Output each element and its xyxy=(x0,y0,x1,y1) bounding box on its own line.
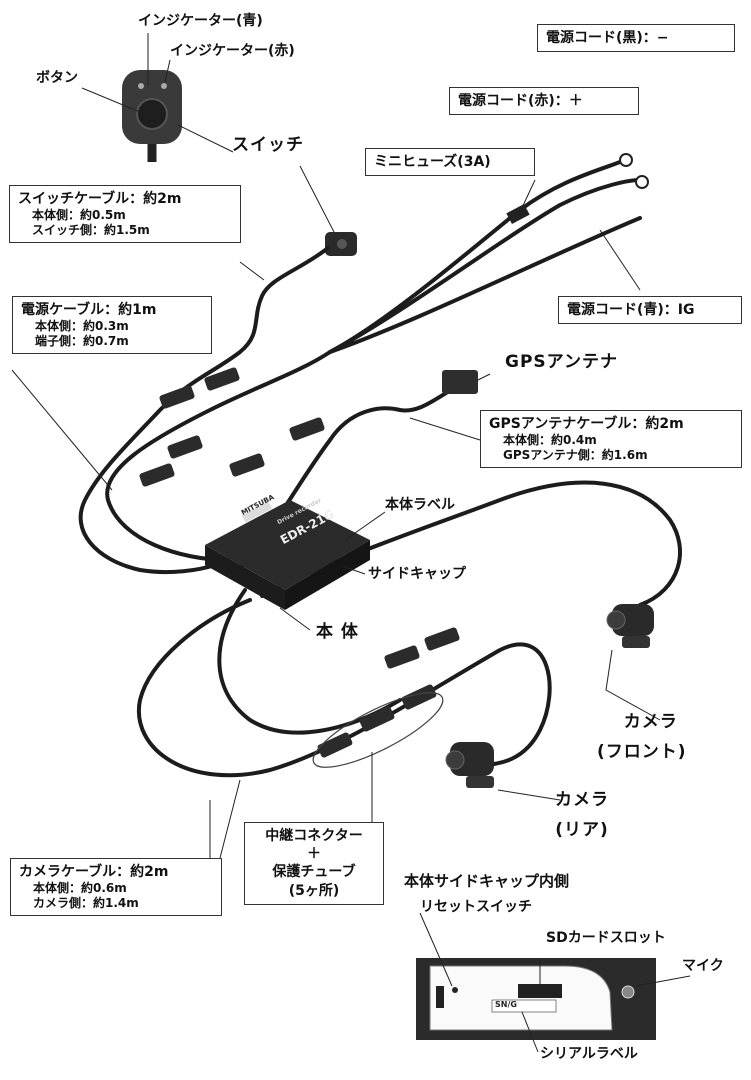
relay-connectors xyxy=(139,367,460,758)
power-black-box: 電源コード(黒)：− xyxy=(537,24,735,53)
power-blue-label: 電源コード(青)：IG xyxy=(567,302,695,318)
label-body-label: 本体ラベル xyxy=(385,497,455,513)
label-indicator-red: インジケーター(赤) xyxy=(170,43,295,59)
label-inner-title: 本体サイドキャップ内側 xyxy=(404,872,570,890)
gps-cable-line-antenna: GPSアンテナ側：約1.6m xyxy=(503,448,648,463)
camera-cable-box: カメラケーブル：約2m 本体側：約0.6m カメラ側：約1.4m xyxy=(10,858,222,917)
power-cable-title: 電源ケーブル：約1m xyxy=(21,302,157,318)
switch-unit xyxy=(122,70,182,162)
label-indicator-blue: インジケーター(青) xyxy=(138,13,263,29)
label-camera-front-name: カメラ xyxy=(623,712,678,732)
power-blue-box: 電源コード(青)：IG xyxy=(558,296,742,325)
label-side-cap: サイドキャップ xyxy=(368,566,466,582)
label-main-body: 本 体 xyxy=(316,622,359,642)
camera-cable-title: カメラケーブル：約2m xyxy=(19,864,169,880)
label-camera-front-position: (フロント) xyxy=(597,742,687,763)
label-camera-rear-name: カメラ xyxy=(555,790,609,810)
camera-cable-line-body: 本体側：約0.6m xyxy=(33,881,127,896)
label-gps-antenna: GPSアンテナ xyxy=(505,352,618,372)
switch-cable-line-switch: スイッチ側：約1.5m xyxy=(32,223,150,238)
relay-box: 中継コネクター ＋ 保護チューブ (5ヶ所) xyxy=(244,822,384,905)
label-camera-front: カメラ (フロント) xyxy=(597,712,687,763)
gps-cable-title: GPSアンテナケーブル：約2m xyxy=(489,416,684,432)
gps-antenna xyxy=(442,370,478,394)
indicator-red-led xyxy=(161,83,167,89)
switch-cable-box: スイッチケーブル：約2m 本体側：約0.5m スイッチ側：約1.5m xyxy=(9,185,241,244)
power-red-box: 電源コード(赤)：＋ xyxy=(449,87,639,116)
label-mic: マイク xyxy=(682,958,724,974)
power-cable-line-terminal: 端子側：約0.7m xyxy=(35,334,129,349)
mini-fuse-body xyxy=(506,204,530,224)
switch-pad xyxy=(325,232,357,256)
label-camera-rear: カメラ (リア) xyxy=(555,790,609,841)
power-cable-box: 電源ケーブル：約1m 本体側：約0.3m 端子側：約0.7m xyxy=(12,296,212,355)
camera-cable-line-camera: カメラ側：約1.4m xyxy=(33,896,139,911)
power-black-label: 電源コード(黒)：− xyxy=(546,30,669,46)
mini-fuse-label: ミニヒューズ(3A) xyxy=(374,154,491,170)
side-cap-inner xyxy=(416,958,656,1040)
power-cable-line-body: 本体側：約0.3m xyxy=(35,319,129,334)
device-serial-text: SN/G xyxy=(495,1000,517,1009)
power-red-label: 電源コード(赤)：＋ xyxy=(458,93,583,109)
relay-line-2: ＋ xyxy=(307,846,321,863)
relay-line-3: 保護チューブ xyxy=(272,864,356,881)
relay-line-4: (5ヶ所) xyxy=(288,882,340,899)
gps-cable-box: GPSアンテナケーブル：約2m 本体側：約0.4m GPSアンテナ側：約1.6m xyxy=(480,410,742,469)
indicator-blue-led xyxy=(138,83,144,89)
switch-cable-title: スイッチケーブル：約2m xyxy=(18,191,182,207)
switch-cable-line-body: 本体側：約0.5m xyxy=(32,208,126,223)
label-switch: スイッチ xyxy=(232,135,304,155)
label-sd-slot: SDカードスロット xyxy=(546,930,666,946)
camera-rear xyxy=(445,742,494,788)
mic-dot xyxy=(621,985,635,999)
label-button: ボタン xyxy=(36,70,78,86)
camera-front xyxy=(606,604,654,648)
gps-cable-line-body: 本体側：約0.4m xyxy=(503,433,597,448)
label-reset-switch: リセットスイッチ xyxy=(420,899,532,915)
main-body xyxy=(205,500,370,610)
relay-line-1: 中継コネクター xyxy=(265,828,363,844)
label-serial: シリアルラベル xyxy=(540,1046,638,1062)
mini-fuse-box: ミニヒューズ(3A) xyxy=(365,148,535,177)
label-camera-rear-position: (リア) xyxy=(555,820,609,841)
